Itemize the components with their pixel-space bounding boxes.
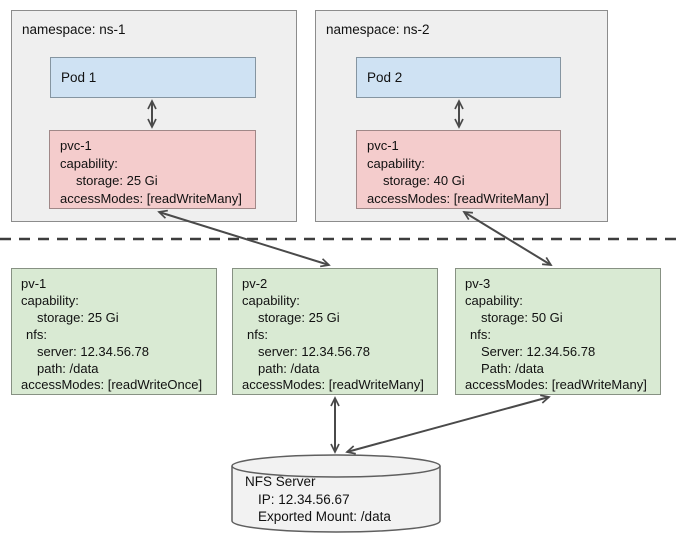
pv-1-box: pv-1 capability: storage: 25 Gi nfs: ser…	[11, 268, 217, 395]
pv-2-storage: storage: 25 Gi	[258, 309, 340, 325]
pod-1-label: Pod 1	[61, 70, 97, 85]
pvc-ns1-box: pvc-1 capability: storage: 25 Gi accessM…	[49, 130, 256, 209]
pod-2-box: Pod 2	[356, 57, 561, 98]
pvc-ns1-storage: storage: 25 Gi	[76, 173, 158, 188]
namespace-ns-1-label: namespace: ns-1	[22, 22, 126, 37]
pv-3-access-modes: accessModes: [readWriteMany]	[465, 377, 647, 393]
pod-1-box: Pod 1	[50, 57, 256, 98]
pv-3-path: Path: /data	[481, 360, 544, 376]
pvc-ns1-capability-label: capability:	[60, 155, 118, 171]
namespace-ns-2-label: namespace: ns-2	[326, 22, 430, 37]
pv-2-path: path: /data	[258, 360, 320, 376]
pv-3-box: pv-3 capability: storage: 50 Gi nfs: Ser…	[455, 268, 661, 395]
pv-1-access-modes: accessModes: [readWriteOnce]	[21, 377, 203, 393]
pv-2-nfs-label: nfs:	[247, 326, 268, 342]
pod-2-label: Pod 2	[367, 70, 403, 85]
pv-3-storage: storage: 50 Gi	[481, 309, 563, 325]
pv-2-server: server: 12.34.56.78	[258, 343, 371, 359]
pvc-ns2-access-modes: accessModes: [readWriteMany]	[367, 190, 549, 206]
pv-3-capability-label: capability:	[465, 292, 523, 308]
nfs-server-title: NFS Server	[245, 474, 316, 489]
nfs-server-ip: IP: 12.34.56.67	[258, 491, 350, 507]
nfs-server-text: NFS Server IP: 12.34.56.67 Exported Moun…	[245, 473, 391, 526]
pv-1-server: server: 12.34.56.78	[37, 343, 150, 359]
pv-2-capability-label: capability:	[242, 292, 300, 308]
pv-2-access-modes: accessModes: [readWriteMany]	[242, 377, 424, 393]
pv-1-nfs-label: nfs:	[26, 326, 47, 342]
pv-1-storage: storage: 25 Gi	[37, 309, 119, 325]
pv-3-server: Server: 12.34.56.78	[481, 343, 596, 359]
pvc-ns2-storage: storage: 40 Gi	[383, 173, 465, 188]
pv-2-name: pv-2	[242, 276, 268, 291]
pv-1-path: path: /data	[37, 360, 99, 376]
pvc-ns1-name: pvc-1	[60, 138, 92, 153]
pv-3-name: pv-3	[465, 276, 491, 291]
pv-2-box: pv-2 capability: storage: 25 Gi nfs: ser…	[232, 268, 438, 395]
pvc-ns2-name: pvc-1	[367, 138, 399, 153]
arrow-pv3-nfs	[345, 394, 551, 455]
pv-3-nfs-label: nfs:	[470, 326, 491, 342]
pvc-ns1-access-modes: accessModes: [readWriteMany]	[60, 190, 242, 206]
pvc-ns2-capability-label: capability:	[367, 155, 425, 171]
pv-1-capability-label: capability:	[21, 292, 79, 308]
pvc-ns2-box: pvc-1 capability: storage: 40 Gi accessM…	[356, 130, 561, 209]
pv-1-name: pv-1	[21, 276, 47, 291]
nfs-server-exported-mount: Exported Mount: /data	[258, 509, 391, 524]
